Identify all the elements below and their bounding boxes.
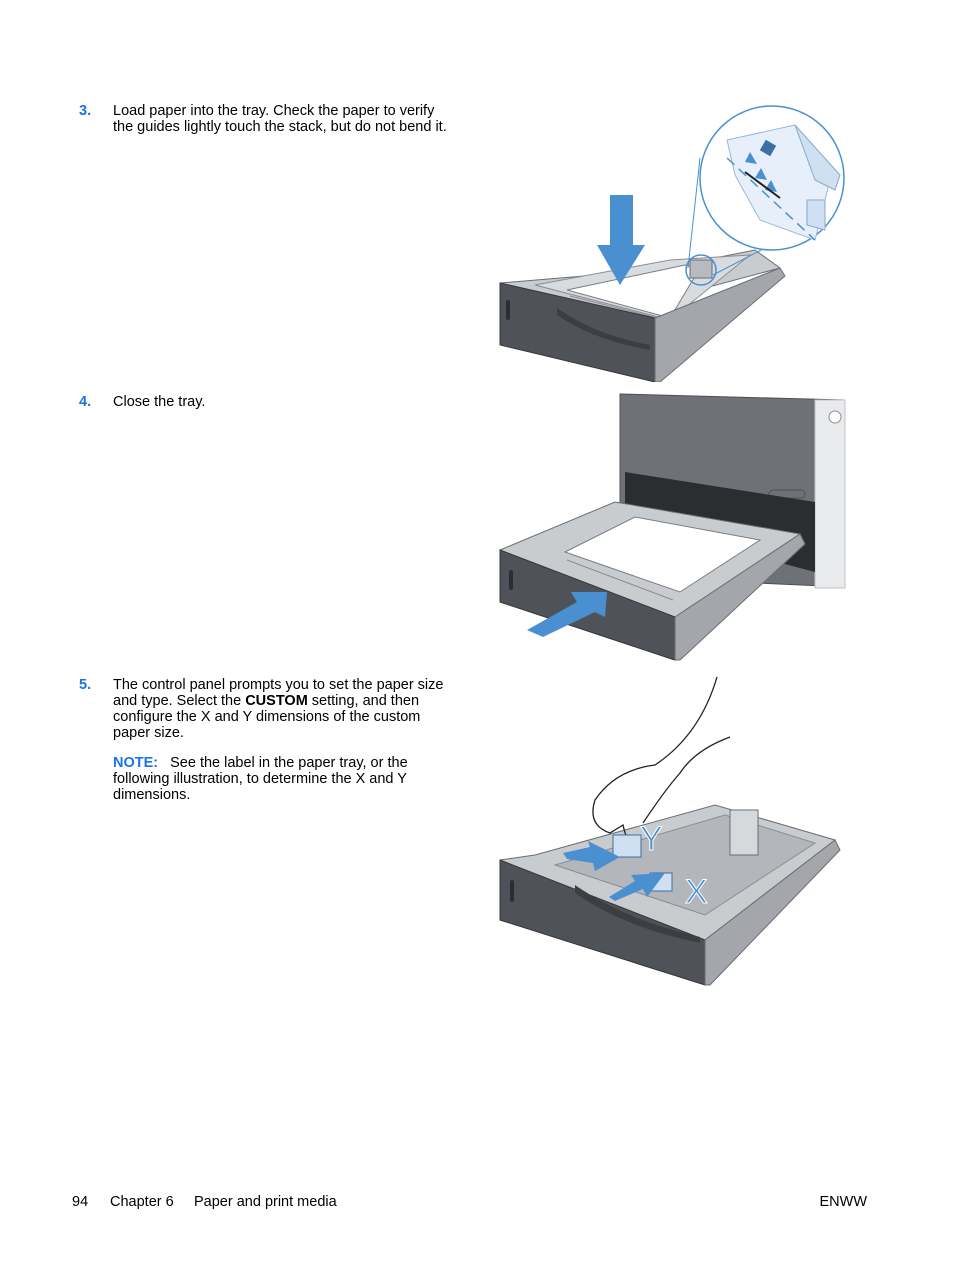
page-number: 94 (72, 1194, 89, 1210)
footer-right: ENWW (819, 1194, 867, 1210)
step-5-text: The control panel prompts you to set the… (113, 677, 448, 741)
step-4-text: Close the tray. (113, 394, 206, 410)
x-dimension-label: X (685, 873, 708, 911)
step-5-text-before: The control panel prompts you to set the… (113, 677, 444, 709)
footer-section: Paper and print media (194, 1194, 337, 1210)
close-tray-illustration (499, 393, 846, 661)
footer-chapter: Chapter 6 (110, 1194, 174, 1210)
note-text: See the label in the paper tray, or the … (113, 755, 408, 803)
step-4-number: 4. (79, 394, 92, 410)
step-5-number: 5. (79, 677, 92, 693)
load-paper-illustration (499, 105, 845, 382)
step-3-number: 3. (79, 103, 92, 119)
y-dimension-label: Y (640, 820, 663, 858)
note-label: NOTE: (113, 755, 159, 771)
note: NOTE:See the label in the paper tray, or… (113, 755, 448, 803)
step-3-text: Load paper into the tray. Check the pape… (113, 103, 447, 135)
step-5-text-after: setting, and then configure the X and Y … (113, 693, 421, 741)
custom-setting-label: CUSTOM (245, 693, 308, 709)
xy-dimensions-illustration: Y X (499, 676, 841, 986)
